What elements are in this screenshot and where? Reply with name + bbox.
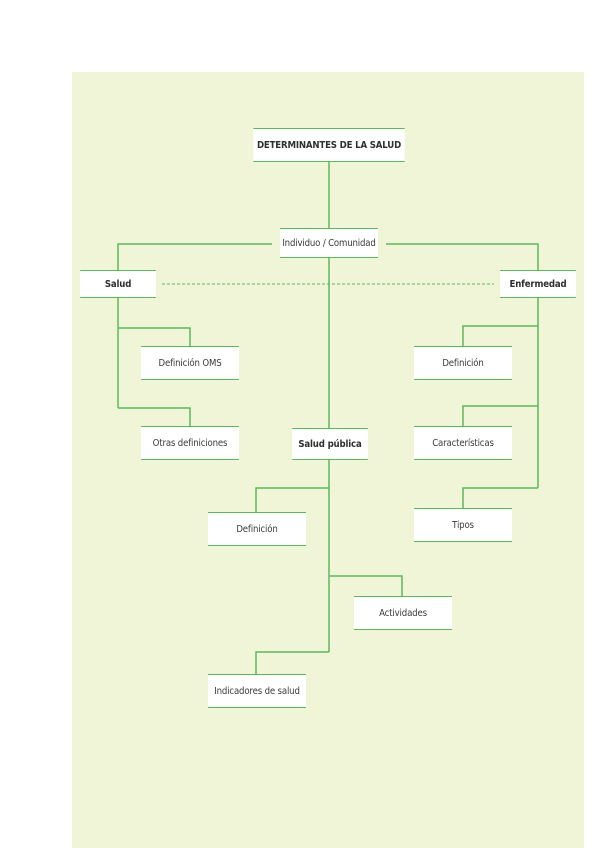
connector-salud-definicion-oms	[118, 327, 191, 346]
diagram-panel	[72, 72, 584, 848]
connector-salud-publica-indicadores	[255, 651, 329, 674]
node-root: DETERMINANTES DE LA SALUD	[253, 128, 405, 162]
node-caracteristicas: Características	[413, 426, 513, 460]
node-enfermedad: Enfermedad	[500, 270, 576, 298]
connector-hub-enfermedad	[386, 243, 539, 270]
connector-salud-otras-definiciones	[118, 407, 191, 426]
node-hub: Individuo / Comunidad	[279, 228, 379, 258]
connector-enfermedad-tipos	[462, 487, 538, 508]
connector-enfermedad-definicion	[462, 325, 538, 346]
connector-salud-publica-actividades	[329, 575, 403, 596]
connector-salud-publica-definicion	[255, 487, 329, 512]
node-definicion-oms: Definición OMS	[140, 346, 240, 380]
node-tipos: Tipos	[413, 508, 513, 542]
node-salud-publica-definicion: Definición	[207, 512, 307, 546]
node-otras-definiciones: Otras definiciones	[140, 426, 240, 460]
node-indicadores-de-salud: Indicadores de salud	[207, 674, 307, 708]
node-salud: Salud	[80, 270, 156, 298]
node-salud-publica: Salud pública	[292, 428, 368, 460]
connector-hub-salud	[117, 243, 272, 270]
node-actividades: Actividades	[353, 596, 453, 630]
connector-enfermedad-caracteristicas	[462, 405, 538, 426]
node-enfermedad-definicion: Definición	[413, 346, 513, 380]
